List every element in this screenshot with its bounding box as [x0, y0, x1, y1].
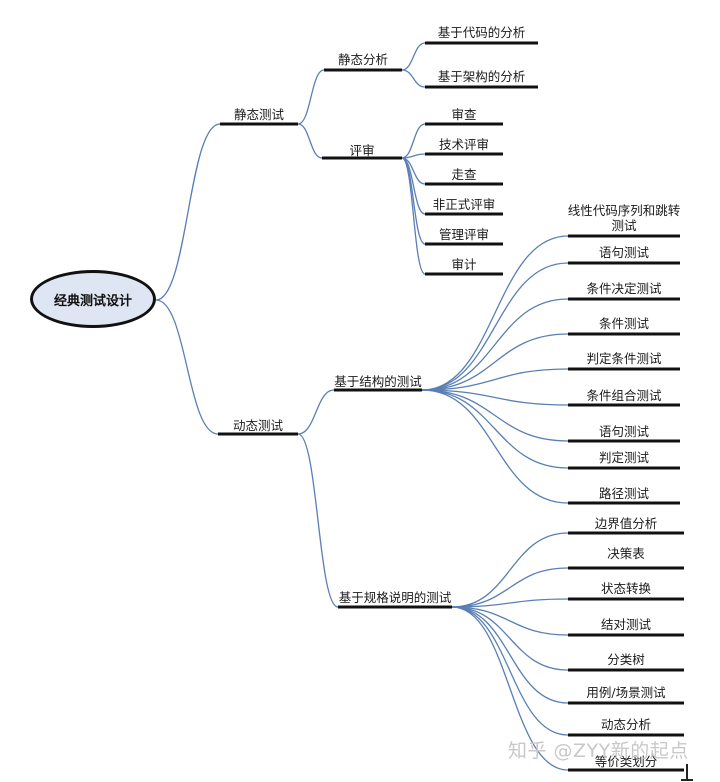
structural-item-edge	[421, 389, 569, 406]
text-cursor	[686, 764, 688, 780]
structural-item-node[interactable]: 条件测试	[598, 316, 650, 331]
structural-item-node[interactable]: 条件组合测试	[586, 388, 662, 403]
spec-item-edge	[451, 598, 569, 608]
spec-item-edge	[451, 532, 569, 608]
edge-static-review	[297, 123, 323, 159]
branch-structural-testing[interactable]: 基于结构的测试	[334, 374, 422, 389]
review-item-bar	[425, 242, 503, 246]
static-analysis-item-node[interactable]: 基于代码的分析	[437, 25, 526, 40]
structural-item-edge	[421, 333, 569, 391]
review-item-node[interactable]: 管理评审	[438, 227, 490, 242]
structural-item-edge	[421, 262, 569, 391]
structural-item-node[interactable]: 语句测试	[598, 245, 650, 260]
spec-item-node[interactable]: 动态分析	[600, 717, 652, 732]
text-cursor-base	[681, 779, 693, 781]
structural-item-bar	[568, 439, 680, 443]
structural-item-bar	[568, 261, 680, 265]
spec-item-bar	[568, 701, 684, 705]
spec-item-node[interactable]: 决策表	[607, 546, 645, 561]
spec-item-edge	[451, 606, 569, 636]
structural-item-bar	[568, 403, 680, 407]
review-item-node[interactable]: 技术评审	[438, 137, 490, 152]
static-analysis-item-edge	[401, 69, 426, 88]
structural-item-node[interactable]: 语句测试	[598, 424, 650, 439]
spec-item-edge	[451, 567, 569, 608]
structural-item-node[interactable]: 判定测试	[598, 450, 650, 465]
branch-spec-testing[interactable]: 基于规格说明的测试	[338, 590, 452, 605]
spec-item-bar	[568, 566, 684, 570]
review-item-node[interactable]: 非正式评审	[432, 197, 496, 212]
edge-dynamic-spec	[297, 433, 339, 608]
spec-item-edge	[451, 606, 569, 736]
branch-review-bar	[322, 156, 402, 160]
spec-item-bar	[568, 768, 684, 772]
structural-item-bar	[568, 367, 680, 371]
spec-item-edge	[451, 606, 569, 704]
spec-item-bar	[568, 633, 684, 637]
branch-review[interactable]: 评审	[349, 143, 375, 158]
branch-static-testing-bar	[220, 122, 298, 126]
spec-item-bar	[568, 597, 684, 601]
structural-item-edge	[421, 389, 569, 469]
edge-dynamic-structural	[297, 389, 335, 435]
review-item-bar	[425, 182, 503, 186]
branch-dynamic-testing-bar	[218, 432, 298, 436]
spec-item-bar	[568, 668, 684, 672]
structural-item-edge	[421, 389, 569, 504]
review-item-node[interactable]: 审查	[451, 107, 477, 122]
structural-item-node[interactable]: 条件决定测试	[586, 281, 662, 296]
edge-static-analysis	[297, 69, 325, 125]
spec-item-bar	[568, 531, 684, 535]
review-item-bar	[425, 152, 503, 156]
spec-item-node[interactable]: 结对测试	[600, 617, 652, 632]
branch-dynamic-testing[interactable]: 动态测试	[232, 418, 284, 433]
structural-item-edge	[421, 368, 569, 391]
structural-item-bar	[568, 501, 680, 505]
branch-spec-testing-bar	[338, 605, 452, 609]
structural-item-bar	[568, 297, 680, 301]
structural-item-bar	[568, 332, 680, 336]
watermark: 知乎 @ZYY新的起点	[508, 740, 689, 762]
edge-root-dynamic	[155, 299, 219, 435]
spec-item-node[interactable]: 状态转换	[600, 581, 652, 596]
spec-item-node[interactable]: 分类树	[607, 652, 645, 667]
review-item-edge	[401, 157, 426, 275]
branch-structural-testing-bar	[334, 388, 422, 392]
edge-root-static	[155, 123, 221, 301]
structural-item-edge	[421, 235, 569, 391]
structural-item-edge	[421, 389, 569, 442]
static-analysis-item-edge	[401, 42, 426, 71]
spec-item-node[interactable]: 等价类划分	[594, 754, 658, 769]
review-item-bar	[425, 122, 503, 126]
root-label: 经典测试设计	[53, 293, 132, 309]
review-item-node[interactable]: 审计	[451, 257, 477, 272]
spec-item-node[interactable]: 边界值分析	[594, 516, 658, 531]
review-item-bar	[425, 212, 503, 216]
structural-item-bar	[568, 466, 680, 470]
branch-static-analysis[interactable]: 静态分析	[337, 52, 389, 67]
review-item-node[interactable]: 走查	[451, 167, 477, 182]
spec-item-edge	[451, 606, 569, 771]
branch-static-testing[interactable]: 静态测试	[233, 107, 285, 122]
structural-item-node[interactable]: 路径测试	[598, 486, 650, 501]
spec-item-bar	[568, 733, 684, 737]
root-node[interactable]: 经典测试设计	[30, 270, 156, 328]
structural-item-node[interactable]: 线性代码序列和跳转测试	[567, 203, 681, 233]
review-item-edge	[401, 123, 426, 159]
static-analysis-item-bar	[425, 41, 538, 45]
static-analysis-item-bar	[425, 85, 538, 89]
static-analysis-item-node[interactable]: 基于架构的分析	[437, 69, 526, 84]
review-item-bar	[425, 272, 503, 276]
spec-item-node[interactable]: 用例/场景测试	[586, 685, 666, 700]
spec-item-edge	[451, 606, 569, 671]
structural-item-bar	[568, 234, 680, 238]
structural-item-node[interactable]: 判定条件测试	[586, 351, 662, 366]
structural-item-edge	[421, 298, 569, 391]
branch-static-analysis-bar	[324, 68, 402, 72]
